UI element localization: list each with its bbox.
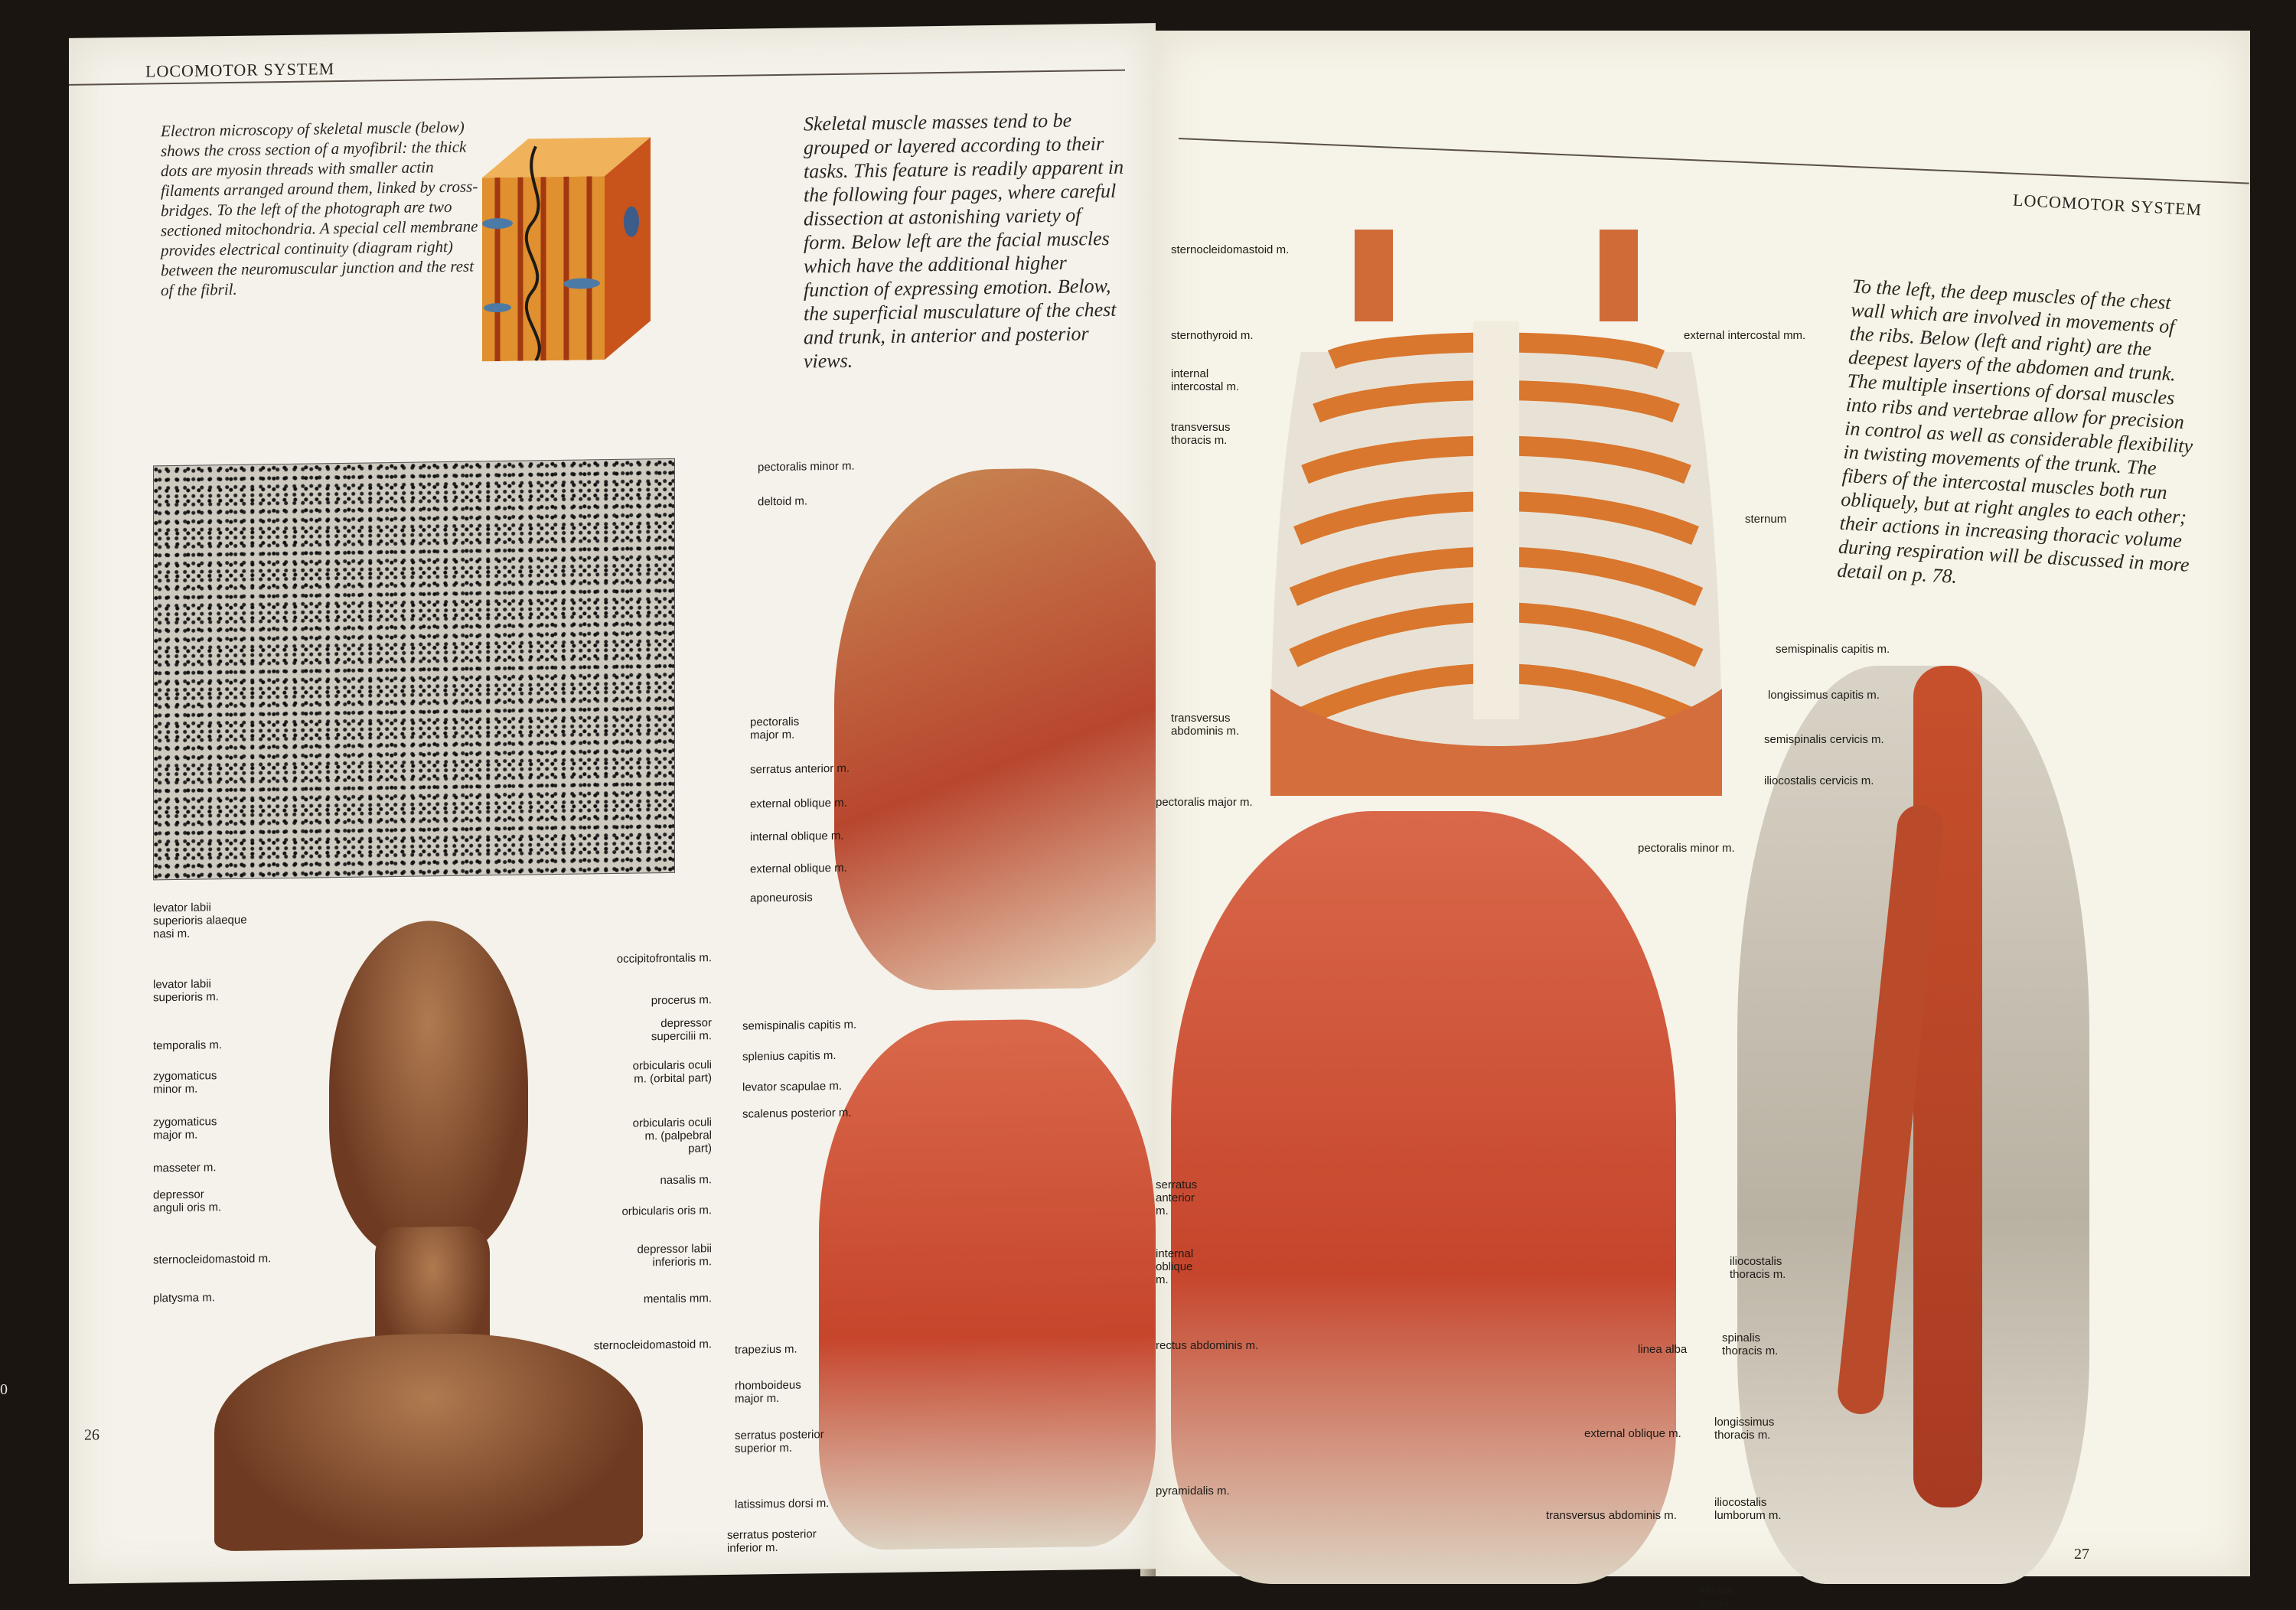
label-semispinalis-cervicis: semispinalis cervicis m. — [1764, 733, 1884, 746]
label-internal-intercostal: internal intercostal m. — [1171, 367, 1240, 393]
left-page: LOCOMOTOR SYSTEM Electron microscopy of … — [69, 23, 1186, 1584]
label-external-oblique-2: external oblique m. — [750, 861, 847, 876]
label-serratus-post-inferior: serratus posterior inferior m. — [727, 1527, 817, 1555]
label-iliocostalis-lumborum: iliocostalis lumborum m. — [1714, 1496, 1782, 1522]
label-scm-left: sternocleidomastoid m. — [153, 1252, 272, 1267]
label-occipitofrontalis: occipitofrontalis m. — [616, 951, 712, 966]
label-levator-labii-alaeque: levator labii superioris alaeque nasi m. — [153, 901, 247, 941]
label-ribcage-transversus-abdominis: transversus abdominis m. — [1171, 712, 1240, 738]
label-semispinalis-capitis: semispinalis capitis m. — [742, 1018, 857, 1033]
label-rectus-abdominis: rectus abdominis m. — [1156, 1339, 1259, 1352]
label-longissimus-thoracis: longissimus thoracis m. — [1714, 1416, 1775, 1442]
shoulders-shape — [214, 1331, 643, 1552]
label-pectoralis-major: pectoralis major m. — [750, 715, 800, 742]
label-platysma: platysma m. — [153, 1291, 215, 1305]
label-latissimus-dorsi: latissimus dorsi m. — [735, 1497, 830, 1511]
label-longissimus-capitis: longissimus capitis m. — [1768, 689, 1880, 702]
back-posterior-illustration — [819, 1018, 1156, 1551]
label-trapezius: trapezius m. — [735, 1342, 797, 1357]
facial-muscles-illustration — [214, 917, 643, 1552]
label-iliocostalis-thoracis: iliocostalis thoracis m. — [1730, 1255, 1786, 1281]
label-scalenus-posterior: scalenus posterior m. — [742, 1106, 852, 1121]
label-temporalis: temporalis m. — [153, 1038, 223, 1053]
right-page: LOCOMOTOR SYSTEM To the left, the deep m… — [1156, 31, 2250, 1610]
label-deltoid: deltoid m. — [758, 494, 808, 509]
label-iliocostalis-cervicis: iliocostalis cervicis m. — [1764, 774, 1874, 787]
label-masseter: masseter m. — [153, 1161, 217, 1175]
left-page-header: LOCOMOTOR SYSTEM — [145, 59, 335, 81]
label-depressor-anguli: depressor anguli oris m. — [153, 1188, 222, 1215]
label-rhomboideus: rhomboideus major m. — [735, 1378, 801, 1406]
ribcage-illustration — [1270, 230, 1722, 796]
label-mentalis: mentalis mm. — [643, 1292, 712, 1306]
label-front-internal-oblique: internal oblique m. — [1156, 1247, 1194, 1286]
label-front-pectoralis-major: pectoralis major m. — [1156, 796, 1253, 809]
right-page-header: LOCOMOTOR SYSTEM — [2012, 190, 2203, 220]
label-orbicularis-oculi-orbital: orbicularis oculi m. (orbital part) — [632, 1058, 712, 1086]
label-zygomaticus-major: zygomaticus major m. — [153, 1115, 217, 1142]
label-sternum: sternum — [1745, 513, 1787, 526]
deep-trunk-anterior-illustration — [1171, 811, 1676, 1584]
label-front-transversus-abdominis: transversus abdominis m. — [1546, 1509, 1677, 1522]
right-header-rule — [1178, 138, 2249, 184]
label-splenius-capitis: splenius capitis m. — [742, 1048, 837, 1064]
left-page-number: 26 — [84, 1426, 99, 1444]
label-levator-scapulae: levator scapulae m. — [742, 1079, 843, 1094]
right-page-number: 27 — [2074, 1546, 2089, 1563]
label-pyramidalis: pyramidalis m. — [1156, 1485, 1230, 1498]
label-levator-labii: levator labii superioris m. — [153, 977, 219, 1005]
erector-spinae-shape — [1913, 666, 1982, 1507]
fibril-diagram — [467, 129, 651, 362]
label-serratus-post-superior: serratus posterior superior m. — [735, 1428, 824, 1455]
electron-micrograph — [153, 458, 675, 881]
label-spine-semispinalis-capitis: semispinalis capitis m. — [1776, 643, 1890, 656]
label-scm-right: sternocleidomastoid m. — [593, 1338, 712, 1353]
label-lumbar-fascia: lumbar fascia — [1699, 1584, 1734, 1610]
label-orbicularis-oculi-palpebral: orbicularis oculi m. (palpebral part) — [632, 1116, 712, 1155]
right-caption: To the left, the deep muscles of the che… — [1836, 275, 2193, 588]
label-front-serratus-anterior: serratus anterior m. — [1156, 1178, 1198, 1217]
head-shape — [329, 919, 528, 1260]
deep-back-muscles-illustration — [1737, 666, 2089, 1584]
chest-trunk-anterior-illustration — [834, 466, 1186, 992]
label-procerus: procerus m. — [651, 993, 712, 1008]
label-internal-oblique: internal oblique m. — [750, 829, 844, 844]
label-front-pectoralis-minor: pectoralis minor m. — [1638, 842, 1735, 855]
label-external-intercostal: external intercostal mm. — [1684, 329, 1806, 342]
label-linea-alba: linea alba — [1638, 1343, 1688, 1356]
label-orbicularis-oris: orbicularis oris m. — [621, 1204, 712, 1218]
label-zygomaticus-minor: zygomaticus minor m. — [153, 1069, 217, 1097]
edge-fragment: 0 — [0, 1381, 8, 1398]
main-caption: Skeletal muscle masses tend to be groupe… — [804, 109, 1124, 373]
label-pectoralis-minor: pectoralis minor m. — [758, 459, 855, 474]
label-spinalis-thoracis: spinalis thoracis m. — [1722, 1331, 1779, 1357]
micro-caption: Electron microscopy of skeletal muscle (… — [161, 117, 478, 300]
label-nasalis: nasalis m. — [660, 1173, 712, 1188]
label-front-external-oblique: external oblique m. — [1584, 1427, 1681, 1440]
label-external-oblique: external oblique m. — [750, 796, 847, 811]
label-aponeurosis: aponeurosis — [750, 891, 813, 905]
label-transversus-thoracis: transversus thoracis m. — [1171, 421, 1231, 447]
label-serratus-anterior: serratus anterior m. — [750, 761, 850, 777]
label-ribcage-scm: sternocleidomastoid m. — [1171, 243, 1290, 256]
label-depressor-supercilii: depressor supercilii m. — [651, 1016, 712, 1044]
label-depressor-labii-inferioris: depressor labii inferioris m. — [637, 1242, 712, 1269]
label-sternothyroid: sternothyroid m. — [1171, 329, 1254, 342]
